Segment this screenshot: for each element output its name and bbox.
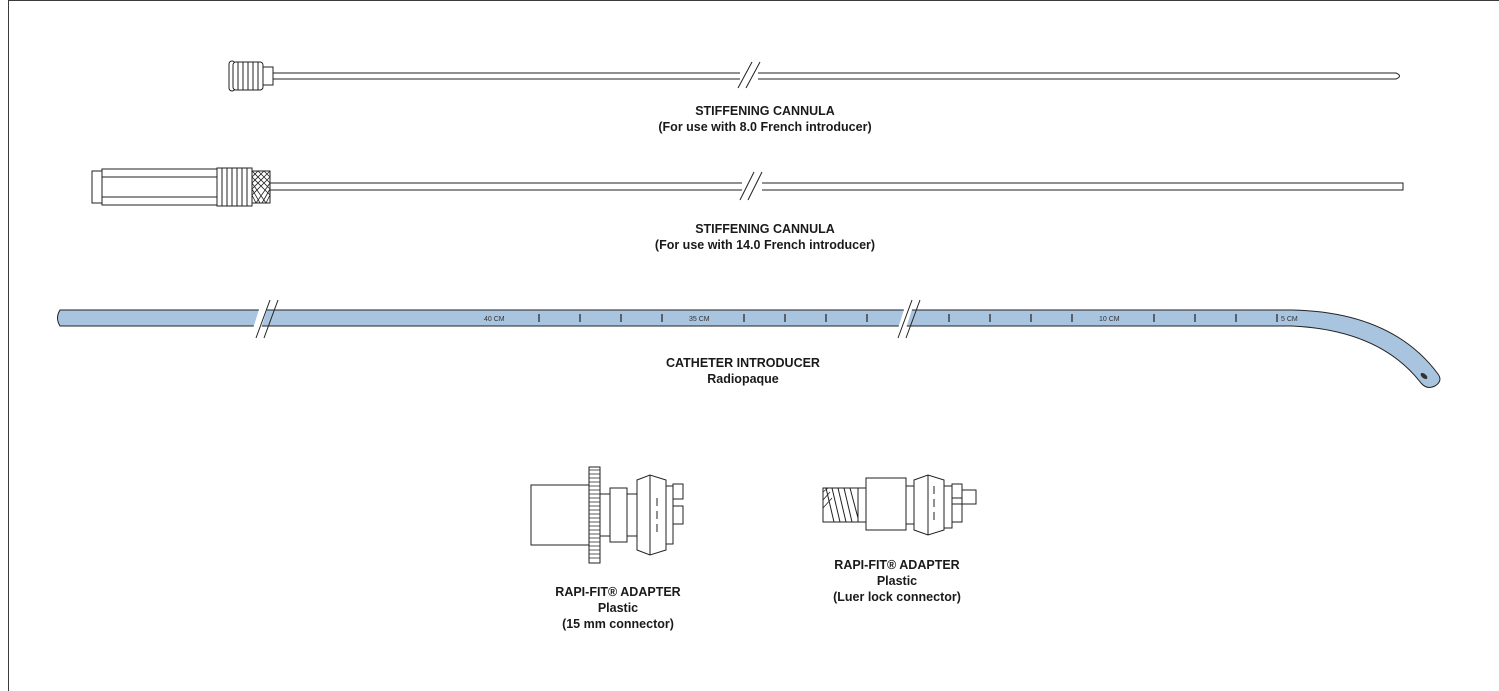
cannula-8fr-title: STIFFENING CANNULA [695,104,835,118]
cannula-14fr-handle [91,167,271,207]
introducer-title: CATHETER INTRODUCER [666,356,820,370]
cannula-14fr-caption: STIFFENING CANNULA (For use with 14.0 Fr… [655,221,875,253]
break-mark [737,61,761,89]
cannula-8fr-tube [273,72,1400,80]
cannula-14fr [91,167,1404,207]
introducer-mark-35: 35 CM [689,316,710,323]
introducer-mark-5: 5 CM [1281,316,1298,323]
introducer-mark-40: 40 CM [484,316,505,323]
introducer: 40 CM 35 CM 10 CM 5 CM [57,299,1441,388]
adapter-15mm-caption: RAPI-FIT® ADAPTER Plastic (15 mm connect… [555,584,680,632]
diagram-frame [8,0,1499,691]
introducer-ticks [538,314,1278,322]
cannula-8fr-cap [228,60,274,92]
adapter-15mm [530,466,684,564]
adapter-luer-title: RAPI-FIT® ADAPTER [834,558,960,572]
introducer-body [57,309,1441,388]
introducer-tip-hole [1420,372,1428,380]
cannula-8fr-caption: STIFFENING CANNULA (For use with 8.0 Fre… [658,103,871,135]
cannula-8fr [228,60,1400,92]
cannula-14fr-tube [270,182,1404,191]
introducer-mark-10: 10 CM [1099,316,1120,323]
adapter-luer-caption: RAPI-FIT® ADAPTER Plastic (Luer lock con… [833,557,961,605]
cannula-14fr-title: STIFFENING CANNULA [695,222,835,236]
adapter-15mm-material: Plastic [597,601,639,615]
adapter-luer [822,474,977,536]
introducer-caption: CATHETER INTRODUCER Radiopaque [666,355,820,387]
adapter-15mm-title: RAPI-FIT® ADAPTER [555,585,681,599]
adapter-luer-material: Plastic [876,574,918,588]
cannula-8fr-subtitle: (For use with 8.0 French introducer) [658,120,872,134]
break-mark [739,171,763,201]
adapter-luer-connector: (Luer lock connector) [833,590,961,604]
adapter-15mm-connector: (15 mm connector) [562,617,674,631]
introducer-subtitle: Radiopaque [707,372,779,386]
cannula-14fr-subtitle: (For use with 14.0 French introducer) [654,238,876,252]
